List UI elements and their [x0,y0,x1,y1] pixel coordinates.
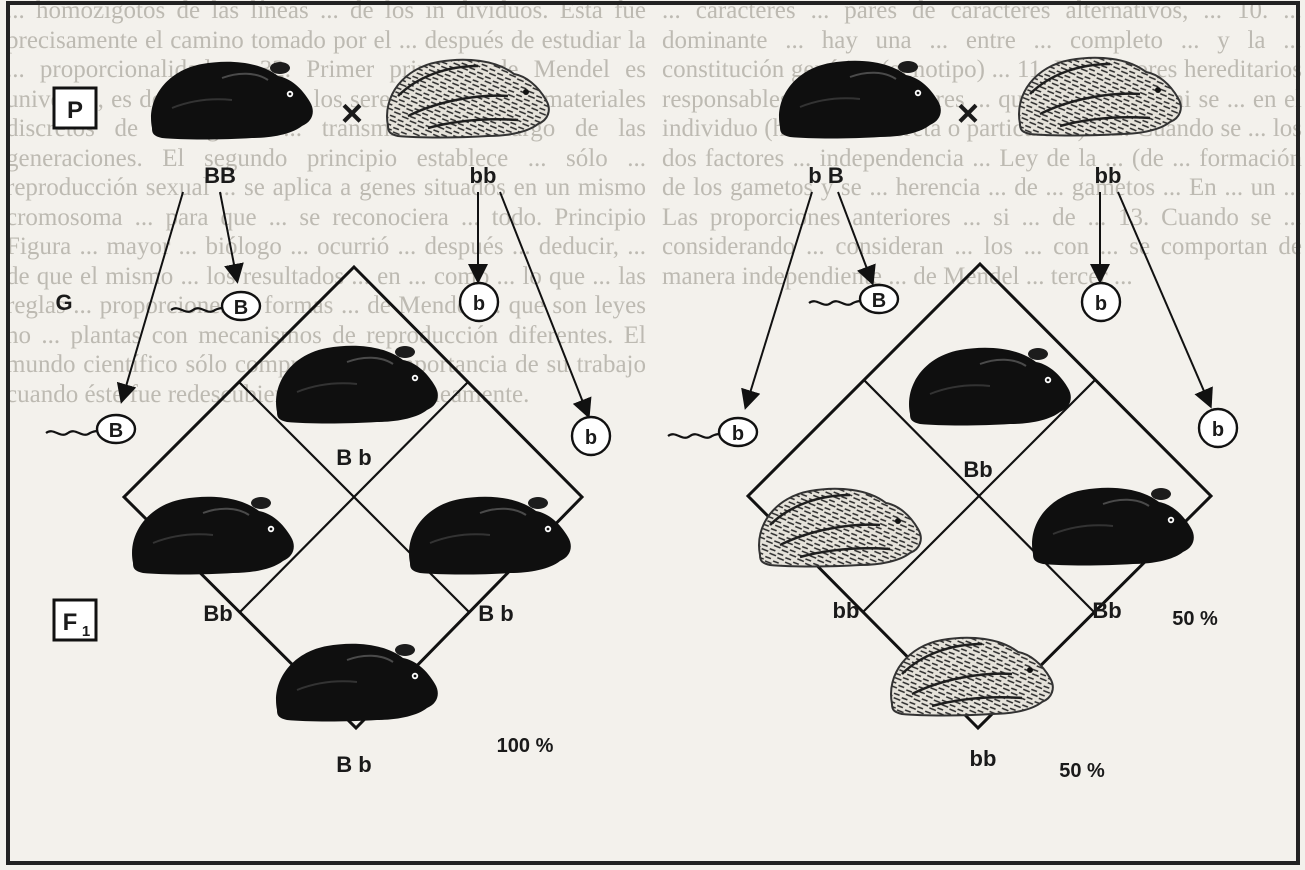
arrow-to-gamete-left [122,192,183,400]
f1-generation-subscript: 1 [82,623,90,640]
cell-right-genotype: B b [478,601,513,626]
right-cross-panel: × b B bb B b b b Bb bb Bb [668,58,1237,782]
testcross-white-parent-image [1019,58,1181,136]
right-cell-bottom-genotype: bb [970,746,997,771]
right-parent1-genotype: b B [808,163,843,188]
parent1-genotype: BB [204,163,236,188]
offspring-top-black-image [276,346,438,424]
right-offspring-top-black-image [909,348,1071,426]
cell-top-genotype: B b [336,445,371,470]
cell-bottom-genotype: B b [336,752,371,777]
parental-generation-label: P [67,97,83,124]
testcross-black-parent-image [779,61,941,139]
right-cell-right-genotype: Bb [1092,598,1121,623]
right-arrow-to-gamete-top [838,192,872,282]
gametes-label: G [55,290,72,315]
right-arrow-to-gamete-bottom-right [1118,192,1210,405]
arrow-to-gamete-bottom-right [500,192,588,415]
right-parent2-genotype: bb [1095,163,1122,188]
parent-white-guinea-pig-image [387,60,549,138]
right-percent-label-right: 50 % [1172,608,1218,630]
right-cell-top-genotype: Bb [963,457,992,482]
right-offspring-right-black-image [1032,488,1194,566]
right-cell-left-genotype: bb [833,598,860,623]
left-percent-label: 100 % [497,735,554,757]
cell-left-genotype: Bb [203,601,232,626]
offspring-bottom-black-image [276,644,438,722]
offspring-right-black-image [409,497,571,575]
right-gamete-left-allele: b [732,423,744,445]
gamete-bottom-right-allele: b [585,427,597,449]
left-cross-panel: P × BB bb G B b B b [46,60,610,777]
right-offspring-bottom-white-image [891,638,1053,716]
right-cross-symbol: × [957,93,979,135]
right-offspring-left-white-image [759,489,921,567]
right-gamete-top-allele: B [872,290,886,312]
right-gamete-bottom-right-allele: b [1212,419,1224,441]
cross-symbol: × [341,93,363,135]
right-percent-label-bottom: 50 % [1059,760,1105,782]
offspring-left-black-image [132,497,294,575]
parent-black-guinea-pig-image [151,62,313,140]
parent2-genotype: bb [470,163,497,188]
right-gamete-right-allele: b [1095,293,1107,315]
right-arrow-to-gamete-left [746,192,812,406]
arrow-to-gamete-top [220,192,237,280]
gamete-left-allele: B [109,420,123,442]
f1-generation-label: F [63,609,78,636]
gamete-right-allele: b [473,293,485,315]
gamete-top-allele: B [234,297,248,319]
